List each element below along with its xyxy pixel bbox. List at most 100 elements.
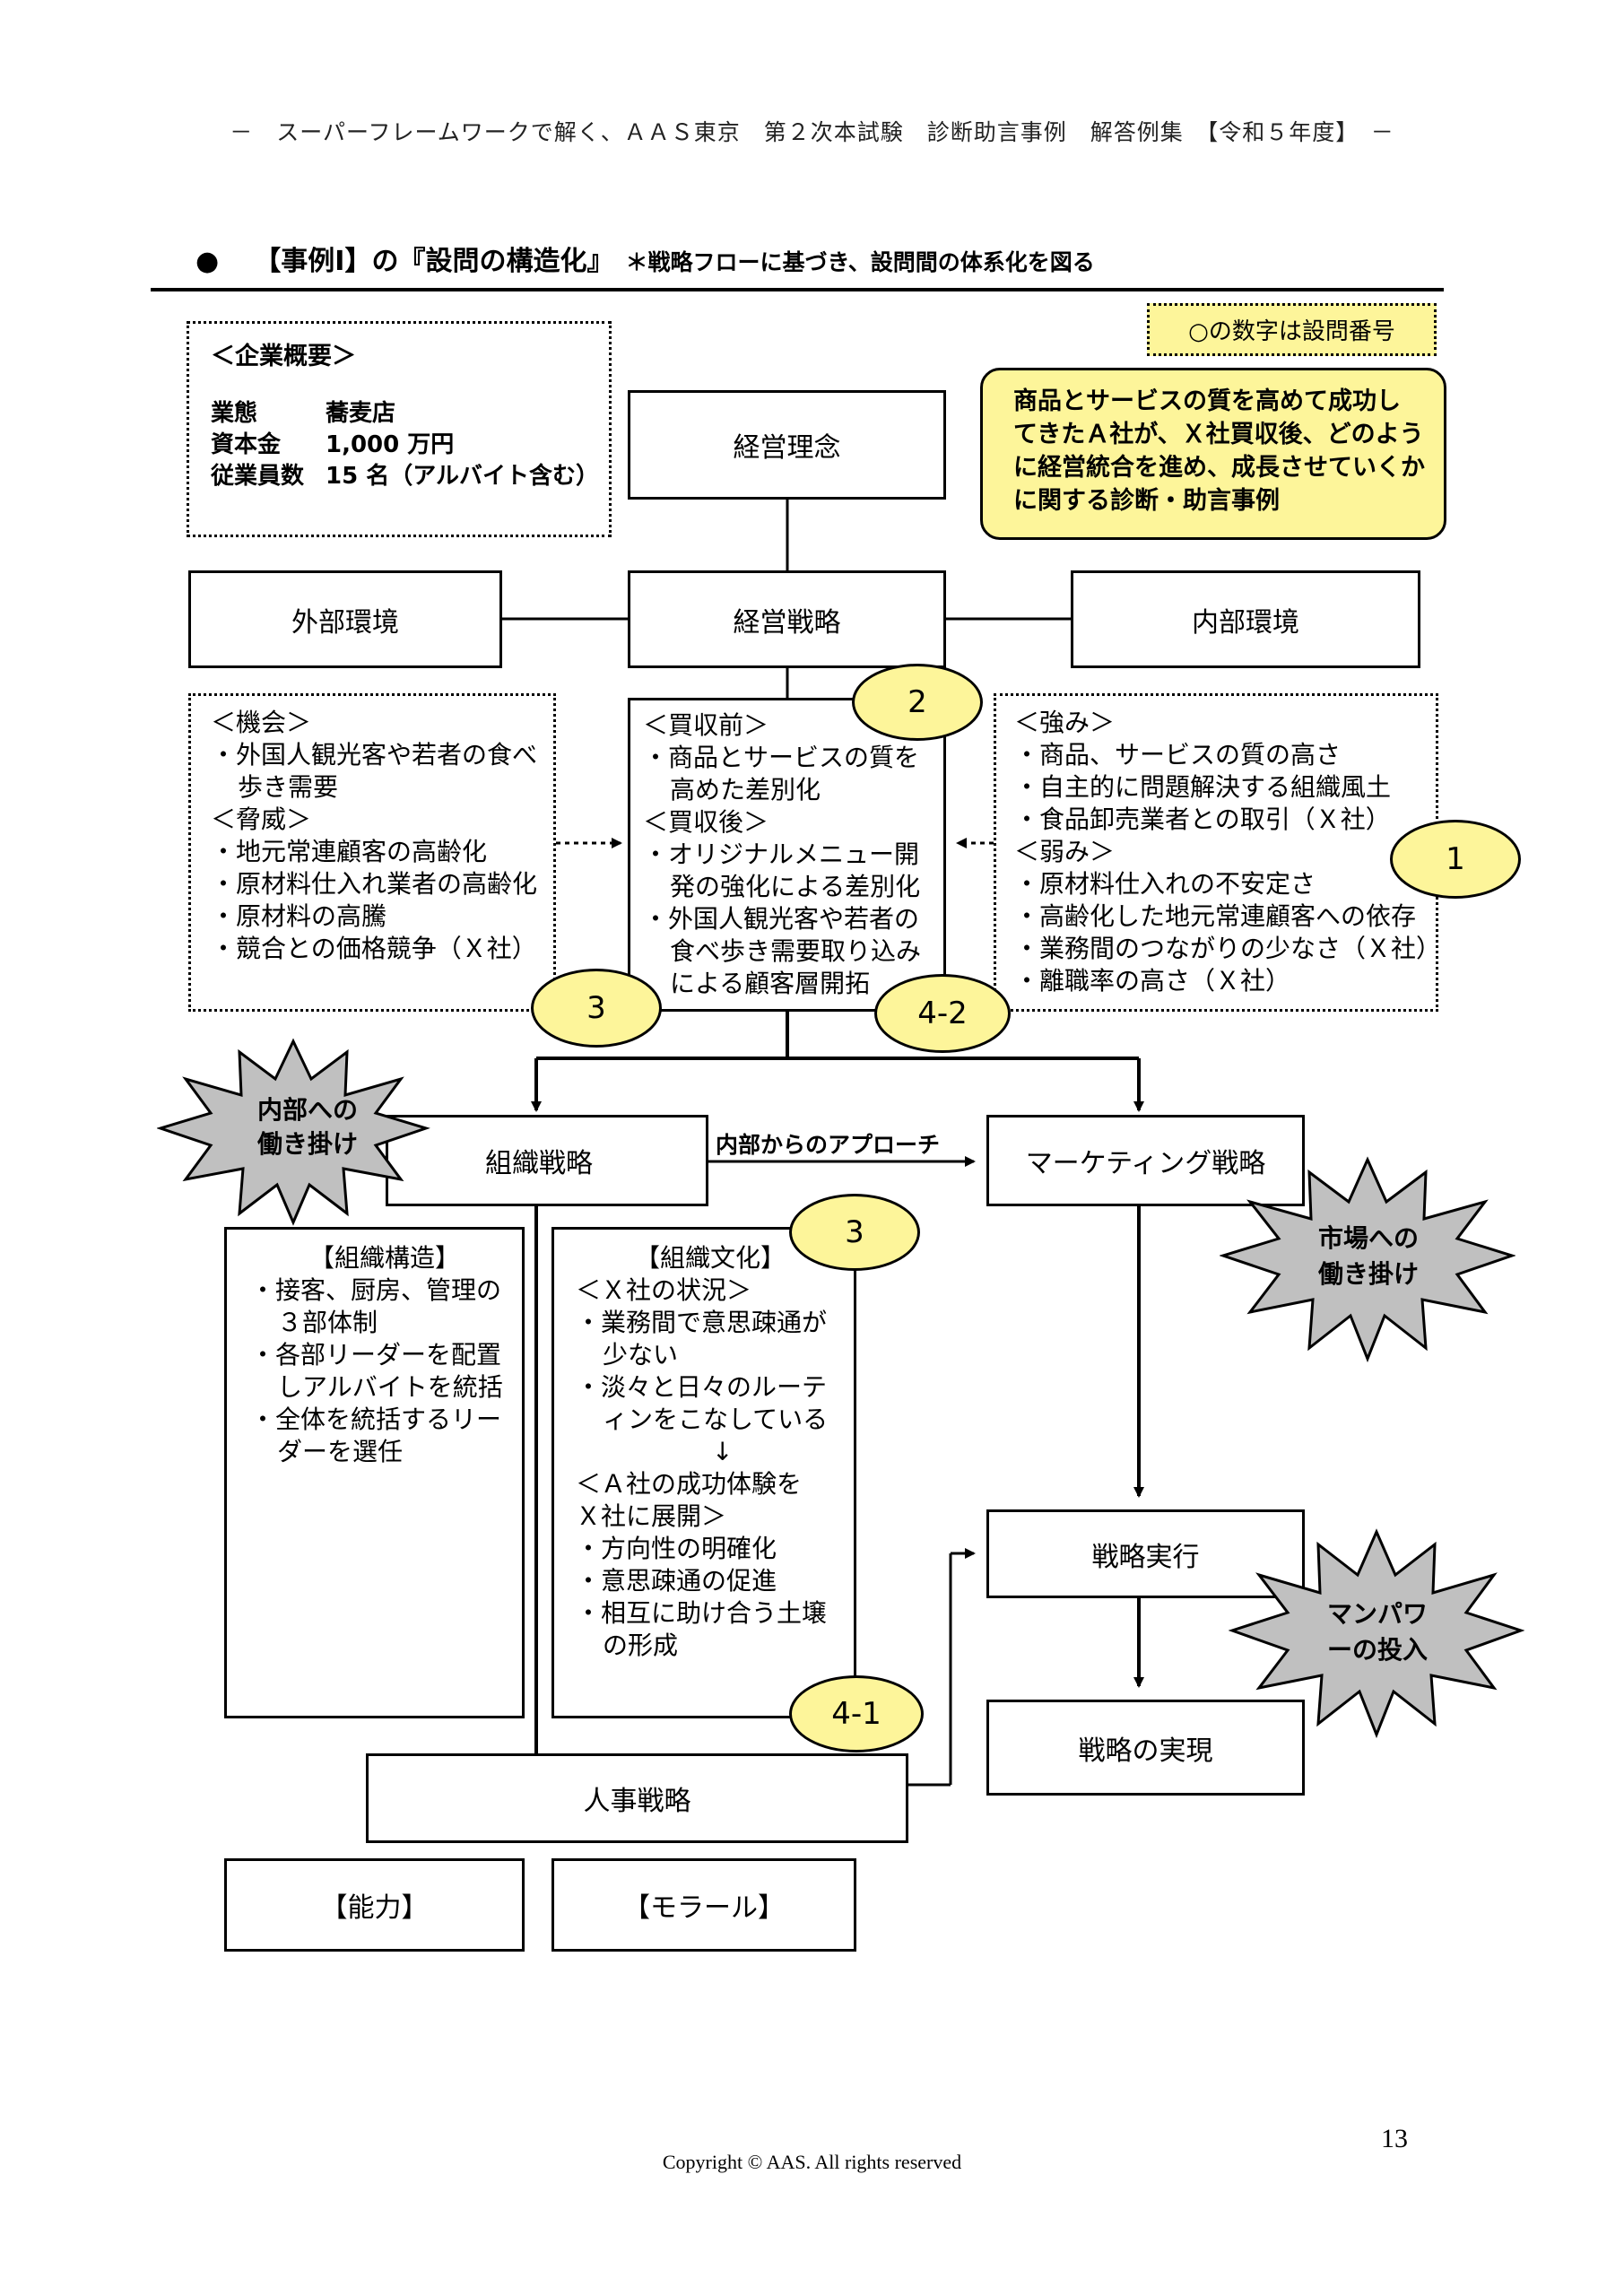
weakness-item: ・業務間のつながりの少なさ（Ｘ社）: [1014, 934, 1442, 963]
org-strategy-label: 組織戦略: [485, 1148, 593, 1179]
page-header: － スーパーフレームワークで解く、ＡＡＳ東京 第２次本試験 診断助言事例 解答例…: [0, 115, 1624, 147]
after-item-cont: 発の強化による差別化: [670, 872, 921, 901]
ability-box: 【能力】: [224, 1858, 525, 1952]
section-title-text: 【事例Ⅰ】の『設問の構造化』: [254, 246, 614, 277]
org-culture-item: ・淡々と日々のルーテ: [576, 1372, 828, 1402]
theme-line: に経営統合を進め、成長させていくか: [1013, 454, 1425, 482]
title-rule: [151, 288, 1444, 291]
company-key: 業態: [211, 400, 258, 427]
question-badge-3-env: 3: [531, 969, 662, 1048]
theme-line: に関する診断・助言事例: [1013, 487, 1280, 515]
strengths-heading: ＜強み＞: [1014, 708, 1116, 737]
question-number: 3: [586, 990, 606, 1026]
org-structure-item-cont: ３部体制: [277, 1308, 378, 1337]
burst-internal-work: 内部への 働き掛け: [157, 1034, 430, 1227]
bullet-icon: ●: [195, 246, 220, 277]
management-strategy-label: 経営戦略: [733, 606, 841, 639]
page-number: 13: [1381, 2124, 1408, 2154]
strength-item: ・食品卸売業者との取引（Ｘ社）: [1014, 804, 1391, 834]
a-company-success-heading: ＜Ａ社の成功体験を: [576, 1469, 803, 1499]
org-structure-item: ・各部リーダーを配置: [250, 1340, 502, 1370]
management-philosophy-label: 経営理念: [733, 432, 841, 464]
org-culture-item-cont: の形成: [603, 1631, 679, 1660]
theme-line: 商品とサービスの質を高めて成功し: [1013, 387, 1401, 415]
burst-text: 市場への: [1318, 1223, 1420, 1253]
copyright: Copyright © AAS. All rights reserved: [0, 2151, 1624, 2174]
threat-item: ・地元常連顧客の高齢化: [211, 837, 488, 866]
marketing-strategy-box: マーケティング戦略: [986, 1115, 1305, 1206]
burst-manpower: マンパワ ーの投入: [1229, 1525, 1524, 1740]
org-culture-item: ・意思疎通の促進: [576, 1566, 777, 1596]
org-structure-item: ・全体を統括するリー: [250, 1405, 502, 1434]
question-badge-1: 1: [1390, 820, 1521, 899]
company-value: 蕎麦店: [326, 400, 396, 427]
weakness-item: ・高齢化した地元常連顧客への依存: [1014, 901, 1417, 931]
legend-text: ○の数字は設問番号: [1188, 318, 1395, 345]
org-culture-item: ・方向性の明確化: [576, 1534, 777, 1563]
section-title: ● 【事例Ⅰ】の『設問の構造化』 ＊戦略フローに基づき、設問間の体系化を図る: [195, 239, 1095, 278]
company-value: 15 名（アルバイト含む）: [326, 463, 599, 490]
org-culture-heading: 【組織文化】: [635, 1243, 786, 1273]
threat-item: ・原材料仕入れ業者の高齢化: [211, 869, 538, 899]
burst-text: マンパワ: [1327, 1599, 1429, 1629]
question-number: 2: [908, 684, 927, 720]
strength-item: ・商品、サービスの質の高さ: [1014, 740, 1342, 770]
before-acquisition-heading: ＜買収前＞: [643, 710, 769, 740]
starburst-icon: [157, 1038, 430, 1226]
org-structure-item-cont: しアルバイトを統括: [277, 1372, 503, 1402]
question-number: 1: [1446, 841, 1465, 877]
before-item: ・商品とサービスの質を: [643, 743, 920, 772]
threats-heading: ＜脅威＞: [211, 804, 312, 834]
question-badge-4-2: 4-2: [874, 974, 1011, 1053]
burst-text: 働き掛け: [257, 1129, 359, 1159]
org-culture-box: 【組織文化】 ＜Ｘ社の状況＞ ・業務間で意思疎通が 少ない ・淡々と日々のルーテ…: [551, 1227, 856, 1718]
external-environment-box: 外部環境: [188, 570, 502, 668]
burst-market-work: 市場への 働き掛け: [1220, 1152, 1515, 1363]
org-culture-item-cont: ィンをこなしている: [603, 1405, 829, 1434]
question-number: 3: [845, 1214, 864, 1250]
threat-item: ・原材料の高騰: [211, 901, 387, 931]
org-culture-item-cont: 少ない: [603, 1340, 679, 1370]
org-structure-item: ・接客、厨房、管理の: [250, 1275, 502, 1305]
opportunity-item: ・外国人観光客や若者の食べ: [211, 740, 538, 770]
page-number-text: 13: [1381, 2124, 1408, 2153]
strength-item: ・自主的に問題解決する組織風土: [1014, 772, 1392, 802]
approach-label: 内部からのアプローチ: [716, 1127, 940, 1160]
company-key: 従業員数: [211, 463, 305, 490]
weakness-item: ・原材料仕入れの不安定さ: [1014, 869, 1316, 899]
down-arrow-icon: ↓: [712, 1437, 734, 1466]
management-philosophy-box: 経営理念: [628, 390, 946, 500]
strategy-execution-label: 戦略実行: [1091, 1541, 1200, 1573]
burst-text: 内部への: [257, 1095, 359, 1125]
org-culture-item: ・業務間で意思疎通が: [576, 1308, 828, 1337]
x-company-status-heading: ＜Ｘ社の状況＞: [576, 1275, 752, 1305]
burst-text: ーの投入: [1327, 1635, 1429, 1665]
after-item: ・外国人観光客や若者の: [643, 904, 920, 934]
copyright-text: Copyright © AAS. All rights reserved: [662, 2151, 962, 2173]
threat-item: ・競合との価格競争（Ｘ社）: [211, 934, 537, 963]
hr-strategy-box: 人事戦略: [366, 1753, 908, 1843]
marketing-strategy-label: マーケティング戦略: [1025, 1148, 1266, 1179]
weaknesses-heading: ＜弱み＞: [1014, 837, 1116, 866]
opportunity-item-cont: 歩き需要: [238, 772, 339, 802]
internal-environment-box: 内部環境: [1071, 570, 1420, 668]
org-structure-item-cont: ダーを選任: [277, 1437, 404, 1466]
question-number: 4-2: [917, 996, 968, 1031]
burst-text: 働き掛け: [1318, 1259, 1420, 1289]
org-structure-box: 【組織構造】 ・接客、厨房、管理の ３部体制 ・各部リーダーを配置 しアルバイト…: [224, 1227, 525, 1718]
company-heading: ＜企業概要＞: [211, 343, 356, 370]
header-text: － スーパーフレームワークで解く、ＡＡＳ東京 第２次本試験 診断助言事例 解答例…: [230, 119, 1394, 145]
question-badge-2: 2: [852, 664, 983, 741]
section-subtitle: ＊戦略フローに基づき、設問間の体系化を図る: [625, 249, 1095, 275]
external-environment-label: 外部環境: [291, 606, 399, 639]
management-strategy-box: 経営戦略: [628, 570, 946, 668]
a-company-success-heading-cont: Ｘ社に展開＞: [576, 1501, 727, 1531]
question-badge-3-culture: 3: [789, 1194, 920, 1271]
approach-label-text: 内部からのアプローチ: [716, 1132, 941, 1158]
question-badge-4-1: 4-1: [789, 1675, 924, 1752]
after-item: ・オリジナルメニュー開: [643, 839, 920, 869]
